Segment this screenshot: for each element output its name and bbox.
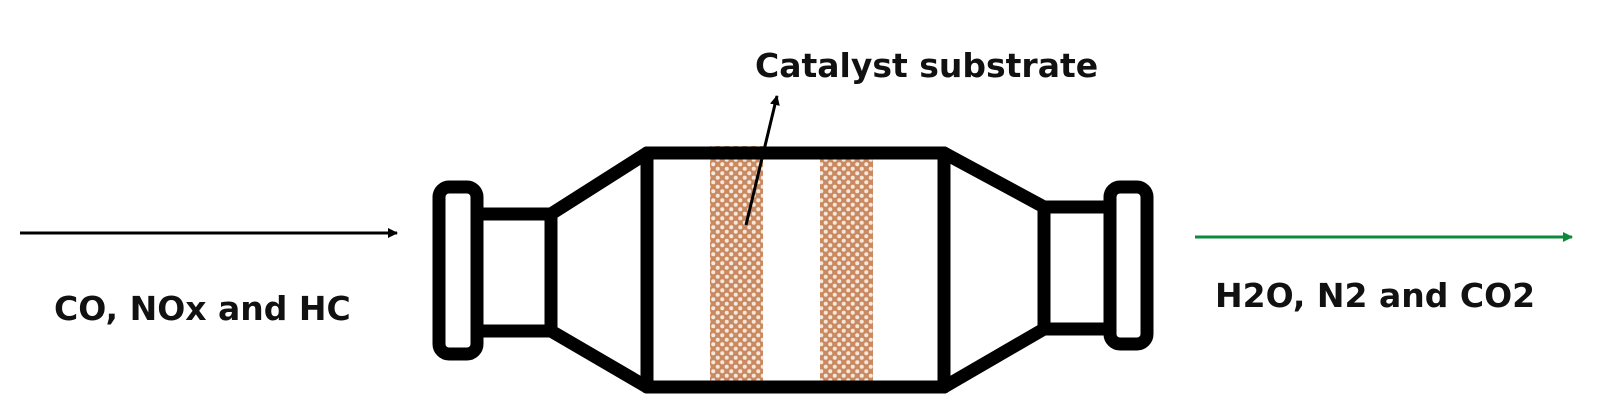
catalyst-substrate-label: Catalyst substrate (755, 46, 1098, 85)
housing-edges (640, 146, 951, 394)
output-gases-label: H2O, N2 and CO2 (1215, 276, 1535, 315)
left-cone (544, 146, 654, 394)
input-gases-label: CO, NOx and HC (54, 289, 351, 328)
catalytic-converter (432, 146, 1154, 394)
right-outlet-pipe (1037, 200, 1117, 336)
left-inlet-pipe (470, 207, 558, 338)
right-flange (1103, 180, 1154, 351)
catalyst-substrate-block-2 (820, 152, 873, 388)
catalyst-pointer-arrow (744, 95, 780, 226)
right-cone (937, 146, 1051, 394)
main-housing (640, 146, 951, 394)
